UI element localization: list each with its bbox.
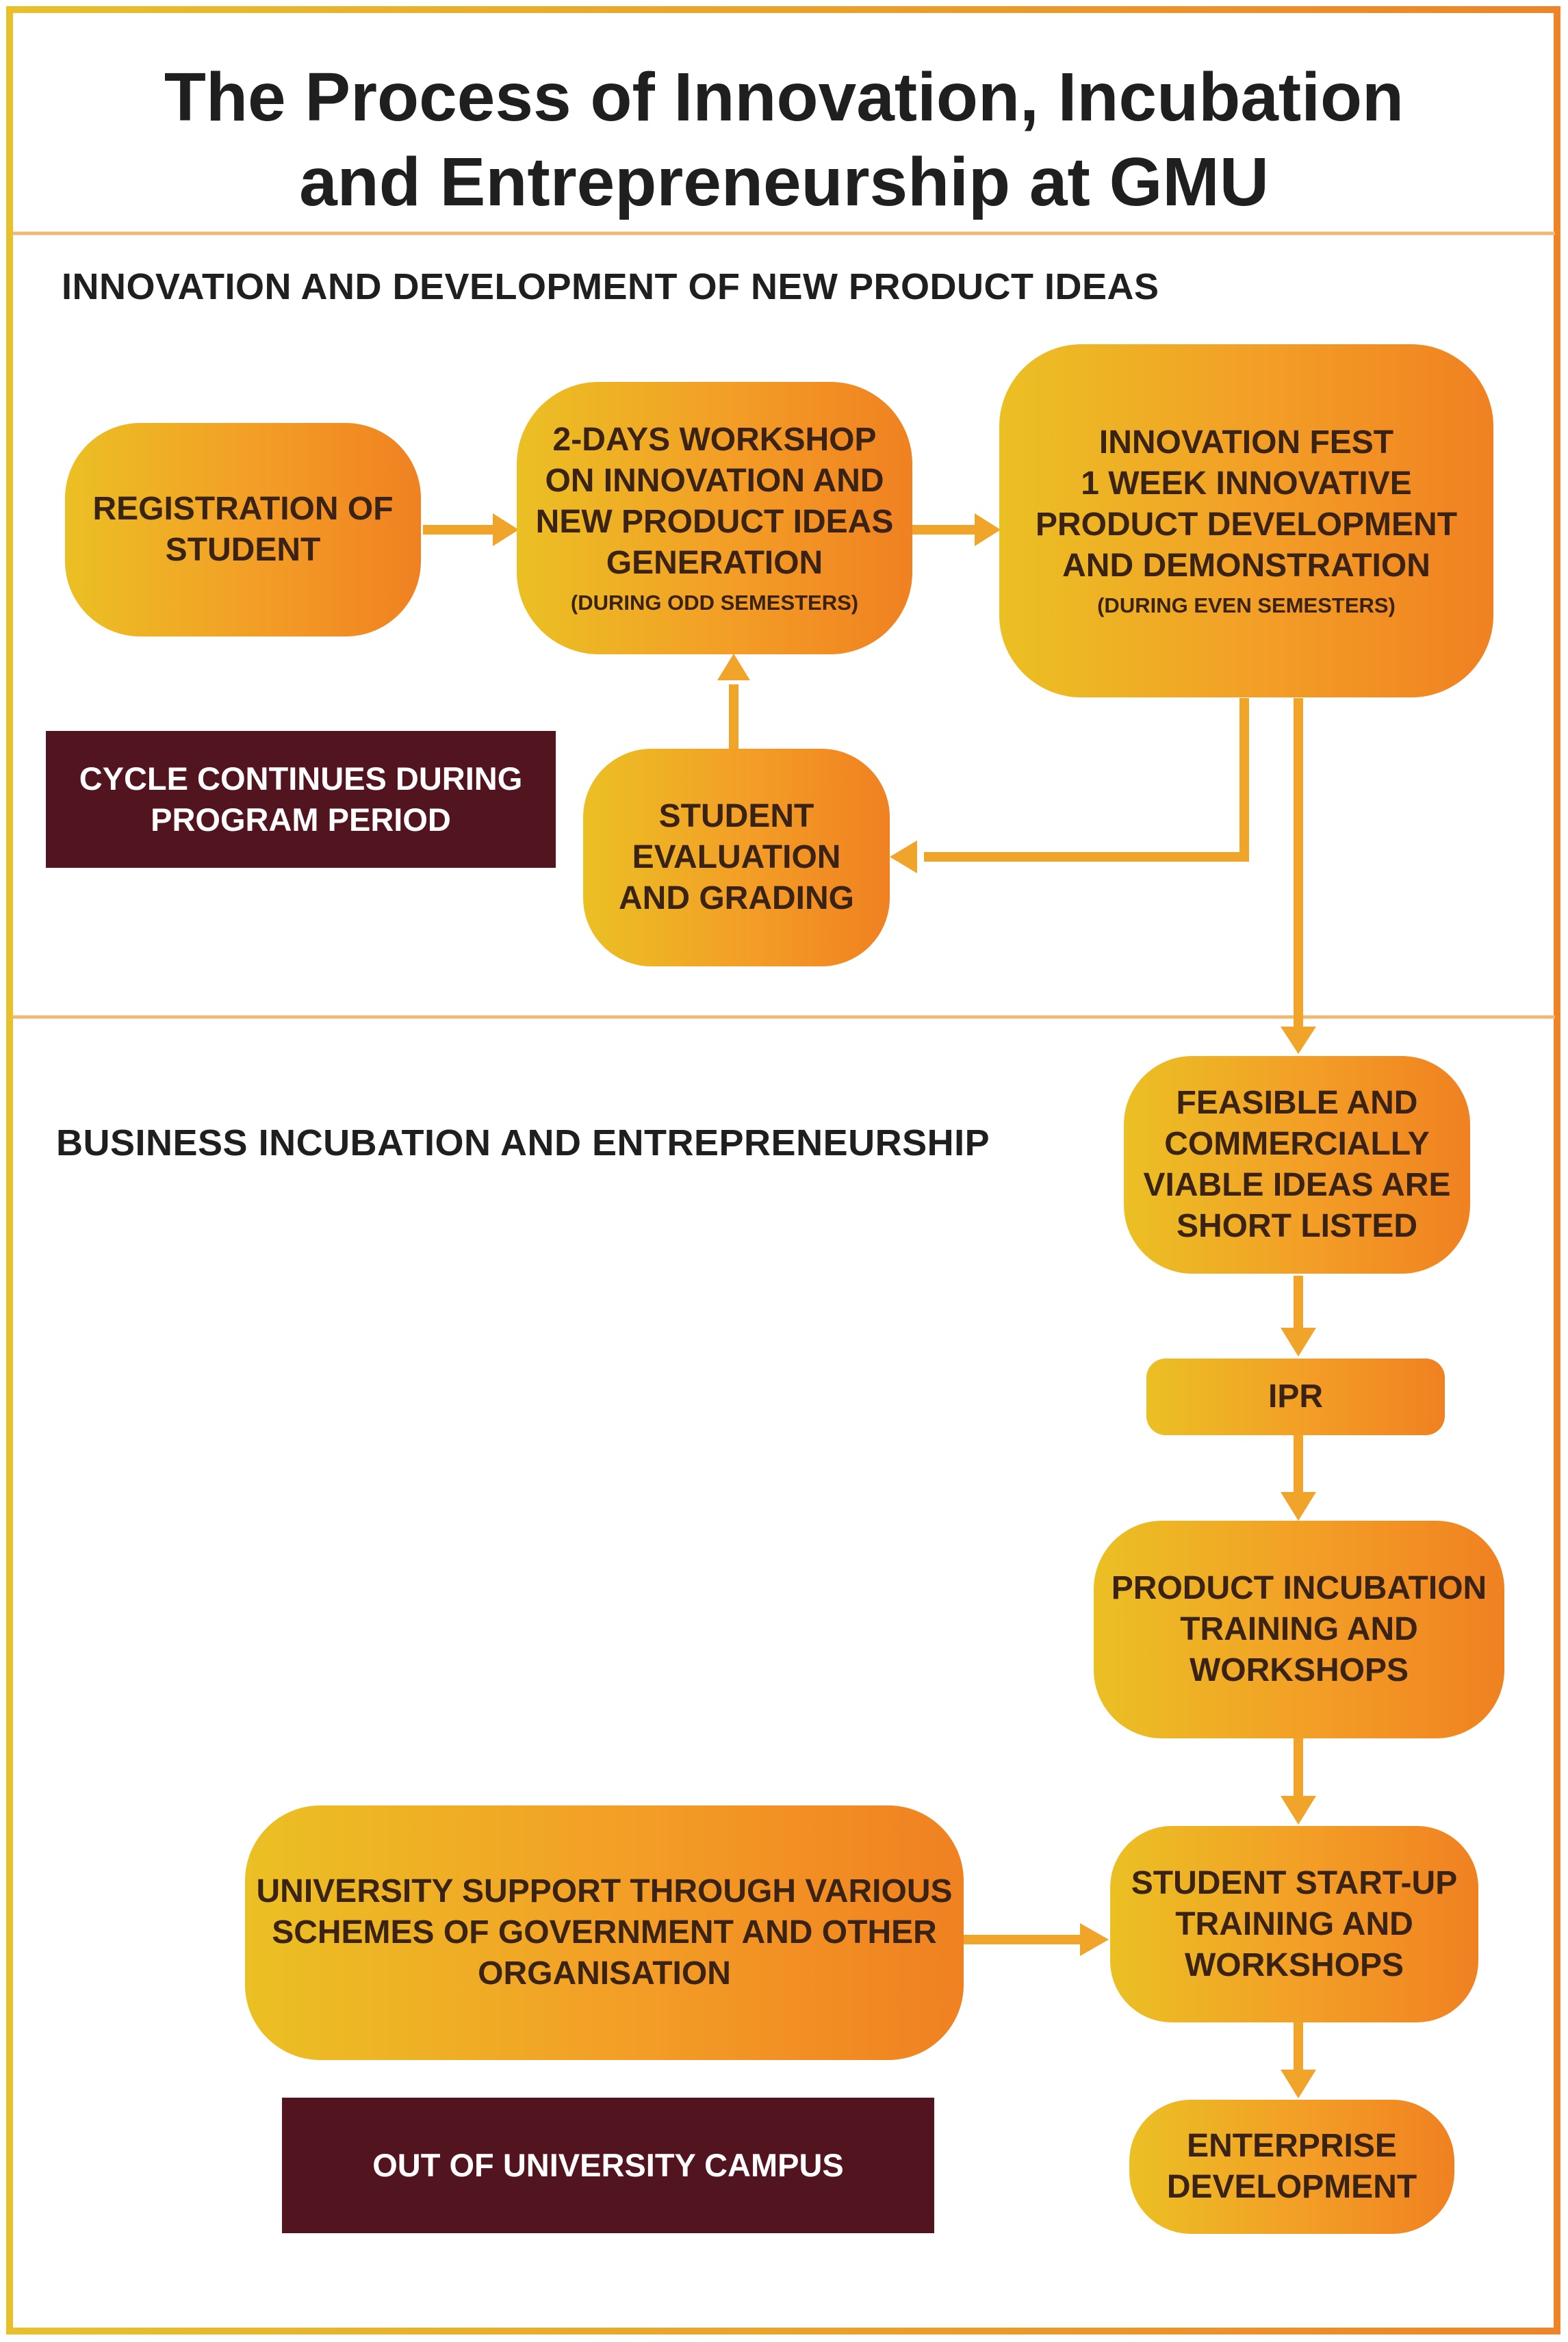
arrow-fest-to-evaluation	[924, 698, 1249, 862]
title-line-2: and Entrepreneurship at GMU	[299, 144, 1269, 220]
section-heading-business: BUSINESS INCUBATION AND ENTREPRENEURSHIP	[56, 1122, 990, 1163]
page-title: The Process of Innovation, Incubation an…	[0, 55, 1568, 224]
arrowhead	[890, 840, 917, 873]
node-innovation-fest: INNOVATION FEST 1 WEEK INNOVATIVE PRODUC…	[999, 344, 1493, 697]
arrowhead	[1281, 1796, 1316, 1825]
node-ipr: IPR	[1146, 1359, 1445, 1435]
arrowhead	[1281, 2070, 1316, 2098]
node-registration: REGISTRATION OF STUDENT	[65, 423, 421, 636]
label-cycle-continues: CYCLE CONTINUES DURING PROGRAM PERIOD	[46, 731, 556, 868]
arrowhead	[717, 654, 750, 680]
node-feasible-ideas: FEASIBLE AND COMMERCIALLY VIABLE IDEAS A…	[1124, 1056, 1470, 1274]
arrowhead	[1281, 1328, 1316, 1356]
arrowhead	[975, 513, 1001, 546]
node-student-startup: STUDENT START-UP TRAINING AND WORKSHOPS	[1110, 1826, 1478, 2022]
node-university-support: UNIVERSITY SUPPORT THROUGH VARIOUS SCHEM…	[245, 1805, 964, 2060]
arrowhead	[493, 513, 519, 546]
node-workshop: 2-DAYS WORKSHOP ON INNOVATION AND NEW PR…	[517, 382, 912, 654]
node-enterprise-development: ENTERPRISE DEVELOPMENT	[1129, 2100, 1454, 2234]
node-student-evaluation: STUDENT EVALUATION AND GRADING	[583, 749, 890, 966]
title-line-1: The Process of Innovation, Incubation	[164, 59, 1404, 136]
node-product-incubation: PRODUCT INCUBATION TRAINING AND WORKSHOP…	[1094, 1521, 1504, 1738]
arrowhead	[1281, 1027, 1316, 1054]
arrowhead	[1281, 1492, 1316, 1521]
label-out-of-campus: OUT OF UNIVERSITY CAMPUS	[282, 2098, 934, 2233]
arrowhead	[1080, 1923, 1109, 1956]
section-heading-innovation: INNOVATION AND DEVELOPMENT OF NEW PRODUC…	[62, 266, 1159, 307]
outer-border	[6, 6, 1560, 2334]
